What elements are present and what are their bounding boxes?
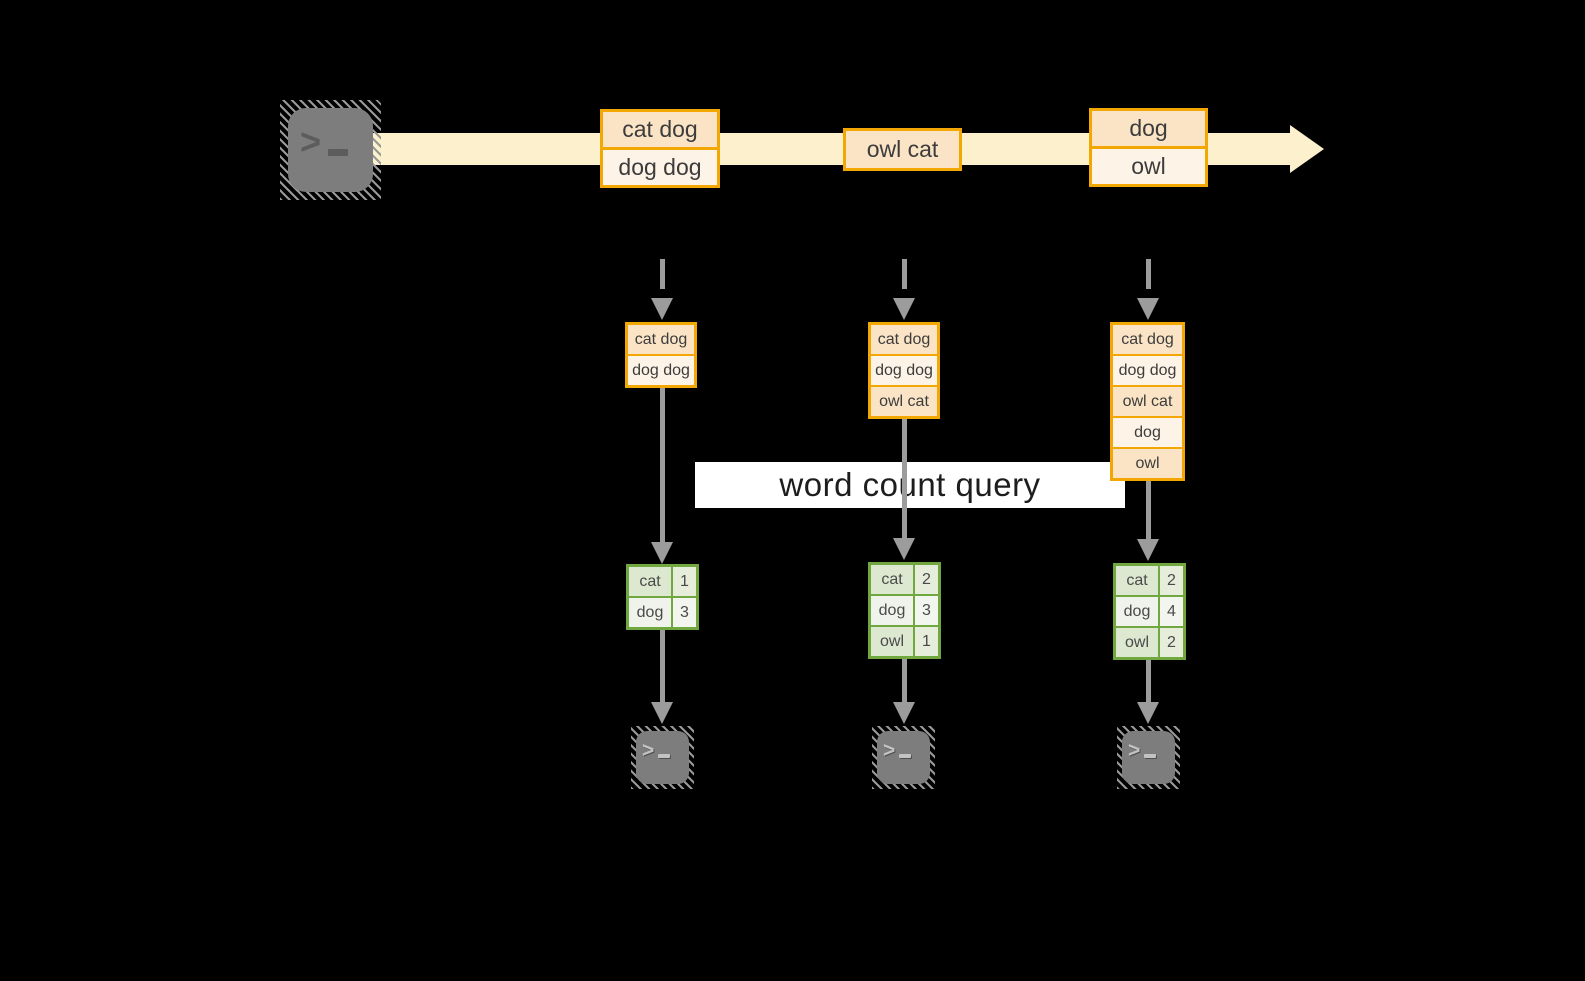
count-word: dog <box>1116 597 1158 626</box>
output-arrow-line <box>1146 660 1151 702</box>
count-value: 2 <box>1160 628 1183 657</box>
prompt-underscore-icon <box>1144 754 1157 758</box>
count-word: owl <box>1116 628 1158 657</box>
count-value: 2 <box>1160 566 1183 595</box>
count-table-2: cat 2 dog 3 owl 1 <box>868 562 941 659</box>
event-stream-arrowhead-icon <box>1290 125 1324 173</box>
terminal-prompt-icon: > <box>642 739 671 762</box>
terminal-prompt-icon: > <box>300 121 349 162</box>
query-arrow-line <box>902 419 907 538</box>
buffer-row: owl <box>1113 447 1182 478</box>
buffer-row: cat dog <box>871 325 937 354</box>
output-arrowhead-icon <box>1137 702 1159 724</box>
event-row: dog <box>1092 111 1205 146</box>
event-row: dog dog <box>603 147 717 185</box>
ingest-arrow-dash <box>660 259 665 289</box>
buffer-row: dog dog <box>628 354 694 385</box>
buffer-row: cat dog <box>628 325 694 354</box>
count-value: 4 <box>1160 597 1183 626</box>
buffer-row: owl cat <box>1113 385 1182 416</box>
prompt-chevron: > <box>642 739 655 762</box>
stream-event-box-2: owl cat <box>843 128 962 171</box>
event-row: owl <box>1092 146 1205 184</box>
output-terminal-icon-2: > <box>872 726 935 789</box>
query-arrow-line <box>660 388 665 542</box>
stream-event-box-3: dog owl <box>1089 108 1208 187</box>
count-value: 3 <box>673 598 696 627</box>
buffer-table-2: cat dog dog dog owl cat <box>868 322 940 419</box>
count-word: owl <box>871 627 913 656</box>
count-table-3: cat 2 dog 4 owl 2 <box>1113 563 1186 660</box>
ingest-arrowhead-icon <box>893 298 915 320</box>
buffer-table-1: cat dog dog dog <box>625 322 697 388</box>
buffer-row: owl cat <box>871 385 937 416</box>
count-word: dog <box>629 598 671 627</box>
source-terminal-icon: > <box>280 100 381 200</box>
ingest-arrow-dash <box>1146 259 1151 289</box>
query-arrowhead-icon <box>893 538 915 560</box>
buffer-row: cat dog <box>1113 325 1182 354</box>
count-word: cat <box>871 565 913 594</box>
stream-event-box-1: cat dog dog dog <box>600 109 720 188</box>
output-arrowhead-icon <box>651 702 673 724</box>
query-arrowhead-icon <box>651 542 673 564</box>
prompt-chevron: > <box>883 739 896 762</box>
prompt-underscore-icon <box>328 149 349 156</box>
count-value: 1 <box>673 567 696 596</box>
event-row: owl cat <box>846 131 959 168</box>
prompt-chevron: > <box>1128 739 1141 762</box>
ingest-arrowhead-icon <box>651 298 673 320</box>
query-arrowhead-icon <box>1137 539 1159 561</box>
count-value: 2 <box>915 565 938 594</box>
output-arrow-line <box>902 659 907 702</box>
terminal-prompt-icon: > <box>1128 739 1157 762</box>
count-word: cat <box>1116 566 1158 595</box>
ingest-arrow-dash <box>902 259 907 289</box>
ingest-arrowhead-icon <box>1137 298 1159 320</box>
buffer-row: dog dog <box>871 354 937 385</box>
query-arrow-line <box>1146 481 1151 539</box>
count-word: dog <box>871 596 913 625</box>
output-terminal-icon-3: > <box>1117 726 1180 789</box>
buffer-table-3: cat dog dog dog owl cat dog owl <box>1110 322 1185 481</box>
event-row: cat dog <box>603 112 717 147</box>
output-arrowhead-icon <box>893 702 915 724</box>
buffer-row: dog <box>1113 416 1182 447</box>
terminal-prompt-icon: > <box>883 739 912 762</box>
prompt-chevron: > <box>300 121 322 162</box>
output-terminal-icon-1: > <box>631 726 694 789</box>
count-table-1: cat 1 dog 3 <box>626 564 699 630</box>
buffer-row: dog dog <box>1113 354 1182 385</box>
count-word: cat <box>629 567 671 596</box>
prompt-underscore-icon <box>658 754 671 758</box>
prompt-underscore-icon <box>899 754 912 758</box>
count-value: 1 <box>915 627 938 656</box>
query-label: word count query <box>695 462 1125 508</box>
output-arrow-line <box>660 630 665 702</box>
count-value: 3 <box>915 596 938 625</box>
